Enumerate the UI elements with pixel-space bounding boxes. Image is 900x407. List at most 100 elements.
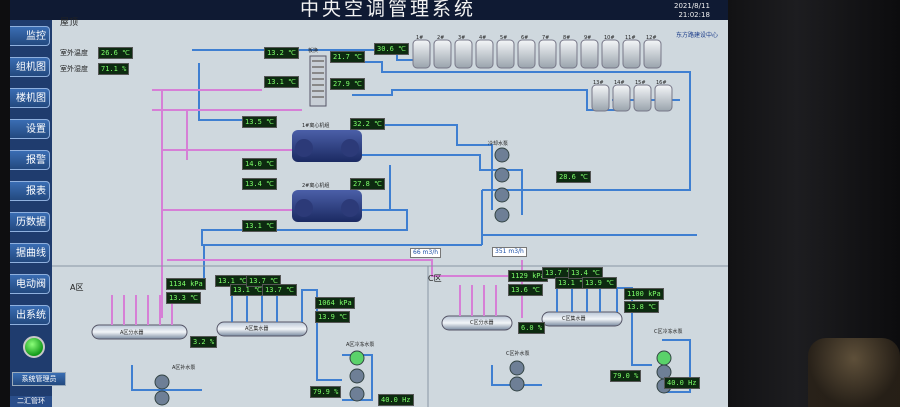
page-title: 屋顶 <box>60 18 79 28</box>
zone-c-distributor <box>441 315 513 331</box>
zone-c-branch-temp-4: 13.9 ℃ <box>582 277 617 289</box>
sidebar: 监控 组机图 楼机图 设置 报警 报表 历数据 据曲线 电动阀 出系统 <box>10 20 52 407</box>
chiller-2 <box>292 190 362 222</box>
pipe-diagram <box>52 20 728 407</box>
cooling-pump-temp: 28.6 ℃ <box>556 171 591 183</box>
zone-c-pressure: 1129 kPa <box>508 270 548 282</box>
chiller-1-temp-in: 13.5 ℃ <box>242 116 277 128</box>
tower-label: 4# <box>479 35 487 41</box>
chiller-2-temp-in: 13.4 ℃ <box>242 178 277 190</box>
zone-c-temp-2: 13.8 ℃ <box>624 301 659 313</box>
tower-label: 2# <box>437 35 445 41</box>
outdoor-temp-label: 室外温度 <box>60 49 88 57</box>
tower-label: 3# <box>458 35 466 41</box>
zone-a-temp: 13.3 ℃ <box>166 292 201 304</box>
zone-a-freq: 40.0 Hz <box>378 394 414 406</box>
chiller-1-temp-out: 14.0 ℃ <box>242 158 277 170</box>
zone-a-distributor-label: A区分水器 <box>120 330 144 336</box>
tower-label: 1# <box>416 35 424 41</box>
plate-exchanger <box>309 55 327 107</box>
zone-a-pumps <box>154 350 365 406</box>
sidebar-item-settings[interactable]: 设置 <box>10 119 50 139</box>
exchanger-temp-2: 13.1 ℃ <box>264 76 299 88</box>
exchanger-temp-4: 27.9 ℃ <box>330 78 365 90</box>
sidebar-item-report[interactable]: 报表 <box>10 181 50 201</box>
chiller-2-temp-cond: 27.8 ℃ <box>350 178 385 190</box>
exchanger-temp-1: 13.2 ℃ <box>264 47 299 59</box>
sidebar-item-unit-diagram[interactable]: 组机图 <box>10 57 50 77</box>
flow-2: 351 m3/h <box>492 247 527 257</box>
zone-c-makeup-label: C区补水泵 <box>506 351 530 357</box>
tower-label: 13# <box>593 80 604 86</box>
tower-label: 16# <box>656 80 667 86</box>
tower-supply-temp: 30.6 ℃ <box>374 43 409 55</box>
sidebar-item-exit[interactable]: 出系统 <box>10 305 50 325</box>
tower-label: 7# <box>542 35 550 41</box>
sidebar-item-monitor[interactable]: 监控 <box>10 26 50 46</box>
tower-label: 5# <box>500 35 508 41</box>
zone-a-dp: 3.2 % <box>190 336 218 348</box>
outdoor-temp-value: 26.6 ℃ <box>98 47 133 59</box>
tower-label: 6# <box>521 35 529 41</box>
sidebar-item-alarm[interactable]: 报警 <box>10 150 50 170</box>
zone-c-temp: 13.6 ℃ <box>508 284 543 296</box>
cooling-towers-row1 <box>412 39 662 69</box>
tower-label: 15# <box>635 80 646 86</box>
zone-c-label: C区 <box>428 274 442 283</box>
tower-label: 9# <box>584 35 592 41</box>
zone-c-distributor-label: C区分水器 <box>470 320 494 326</box>
scada-screen: 中央空调管理系统 2021/8/11 21:02:18 监控 组机图 楼机图 设… <box>10 0 728 407</box>
system-admin-button[interactable]: 系统管理员 <box>12 372 66 386</box>
tower-label: 12# <box>646 35 657 41</box>
chiller-1-name: 1#离心机组 <box>302 123 330 129</box>
exchanger-label: 板换 <box>308 48 319 54</box>
tower-label: 10# <box>604 35 615 41</box>
chiller-2-temp-out: 13.1 ℃ <box>242 220 277 232</box>
tower-label: 8# <box>563 35 571 41</box>
title-bar: 中央空调管理系统 2021/8/11 21:02:18 <box>10 0 728 20</box>
chiller-1-temp-cond: 32.2 ℃ <box>350 118 385 130</box>
pipe-diagram-svg <box>52 39 728 407</box>
exchanger-temp-3: 21.7 ℃ <box>330 51 365 63</box>
sidebar-item-valve[interactable]: 电动阀 <box>10 274 50 294</box>
zone-c-chw-pump-label: C区冷冻水泵 <box>654 329 683 335</box>
zone-a-pressure: 1134 kPa <box>166 278 206 290</box>
zone-c-dp: 6.0 % <box>518 322 546 334</box>
time-text: 21:02:18 <box>678 11 710 19</box>
tower-label: 11# <box>625 35 636 41</box>
outdoor-humidity-value: 71.1 % <box>98 63 130 75</box>
zone-a-chw-pump-label: A区冷冻水泵 <box>346 342 375 348</box>
zone-a-temp-2: 13.9 ℃ <box>315 311 350 323</box>
zone-a-collector-label: A区集水器 <box>245 326 269 332</box>
zone-a-label: A区 <box>70 283 84 292</box>
zone-a-distributor <box>91 324 188 340</box>
sidebar-item-history[interactable]: 历数据 <box>10 212 50 232</box>
sidebar-item-floor-diagram[interactable]: 楼机图 <box>10 88 50 108</box>
datetime: 2021/8/11 21:02:18 <box>674 2 710 20</box>
company-name: 东方路建设中心 <box>676 32 719 39</box>
zone-c-freq: 40.0 Hz <box>664 377 700 389</box>
sidebar-item-curve[interactable]: 据曲线 <box>10 243 50 263</box>
outdoor-humidity-label: 室外湿度 <box>60 65 88 73</box>
date-text: 2021/8/11 <box>674 2 710 10</box>
zone-c-percent: 79.0 % <box>610 370 642 382</box>
glass-jar <box>808 338 900 407</box>
chiller-2-name: 2#离心机组 <box>302 183 330 189</box>
zone-c-collector-label: C区集水器 <box>562 316 586 322</box>
zone-c-collector <box>541 311 623 327</box>
tower-label: 14# <box>614 80 625 86</box>
cooling-water-pumps <box>494 147 510 223</box>
run-indicator-button[interactable] <box>23 336 45 358</box>
zone-a-pressure-2: 1064 kPa <box>315 297 355 309</box>
system-title: 中央空调管理系统 <box>300 0 477 20</box>
chilled-water-pipes <box>152 89 523 318</box>
cooling-pump-label: 冷却水泵 <box>488 141 509 147</box>
flow-1: 66 m3/h <box>410 248 442 258</box>
cooling-towers-row2 <box>591 84 673 112</box>
bottom-nav-button[interactable]: 二汇管环 <box>10 396 52 407</box>
zone-c-pressure-2: 1100 kPa <box>624 288 664 300</box>
zone-a-makeup-label: A区补水泵 <box>172 365 196 371</box>
zone-a-percent: 79.9 % <box>310 386 342 398</box>
monitor-bezel-left <box>0 0 10 407</box>
zone-a-branch-temp-4: 13.7 ℃ <box>262 284 297 296</box>
